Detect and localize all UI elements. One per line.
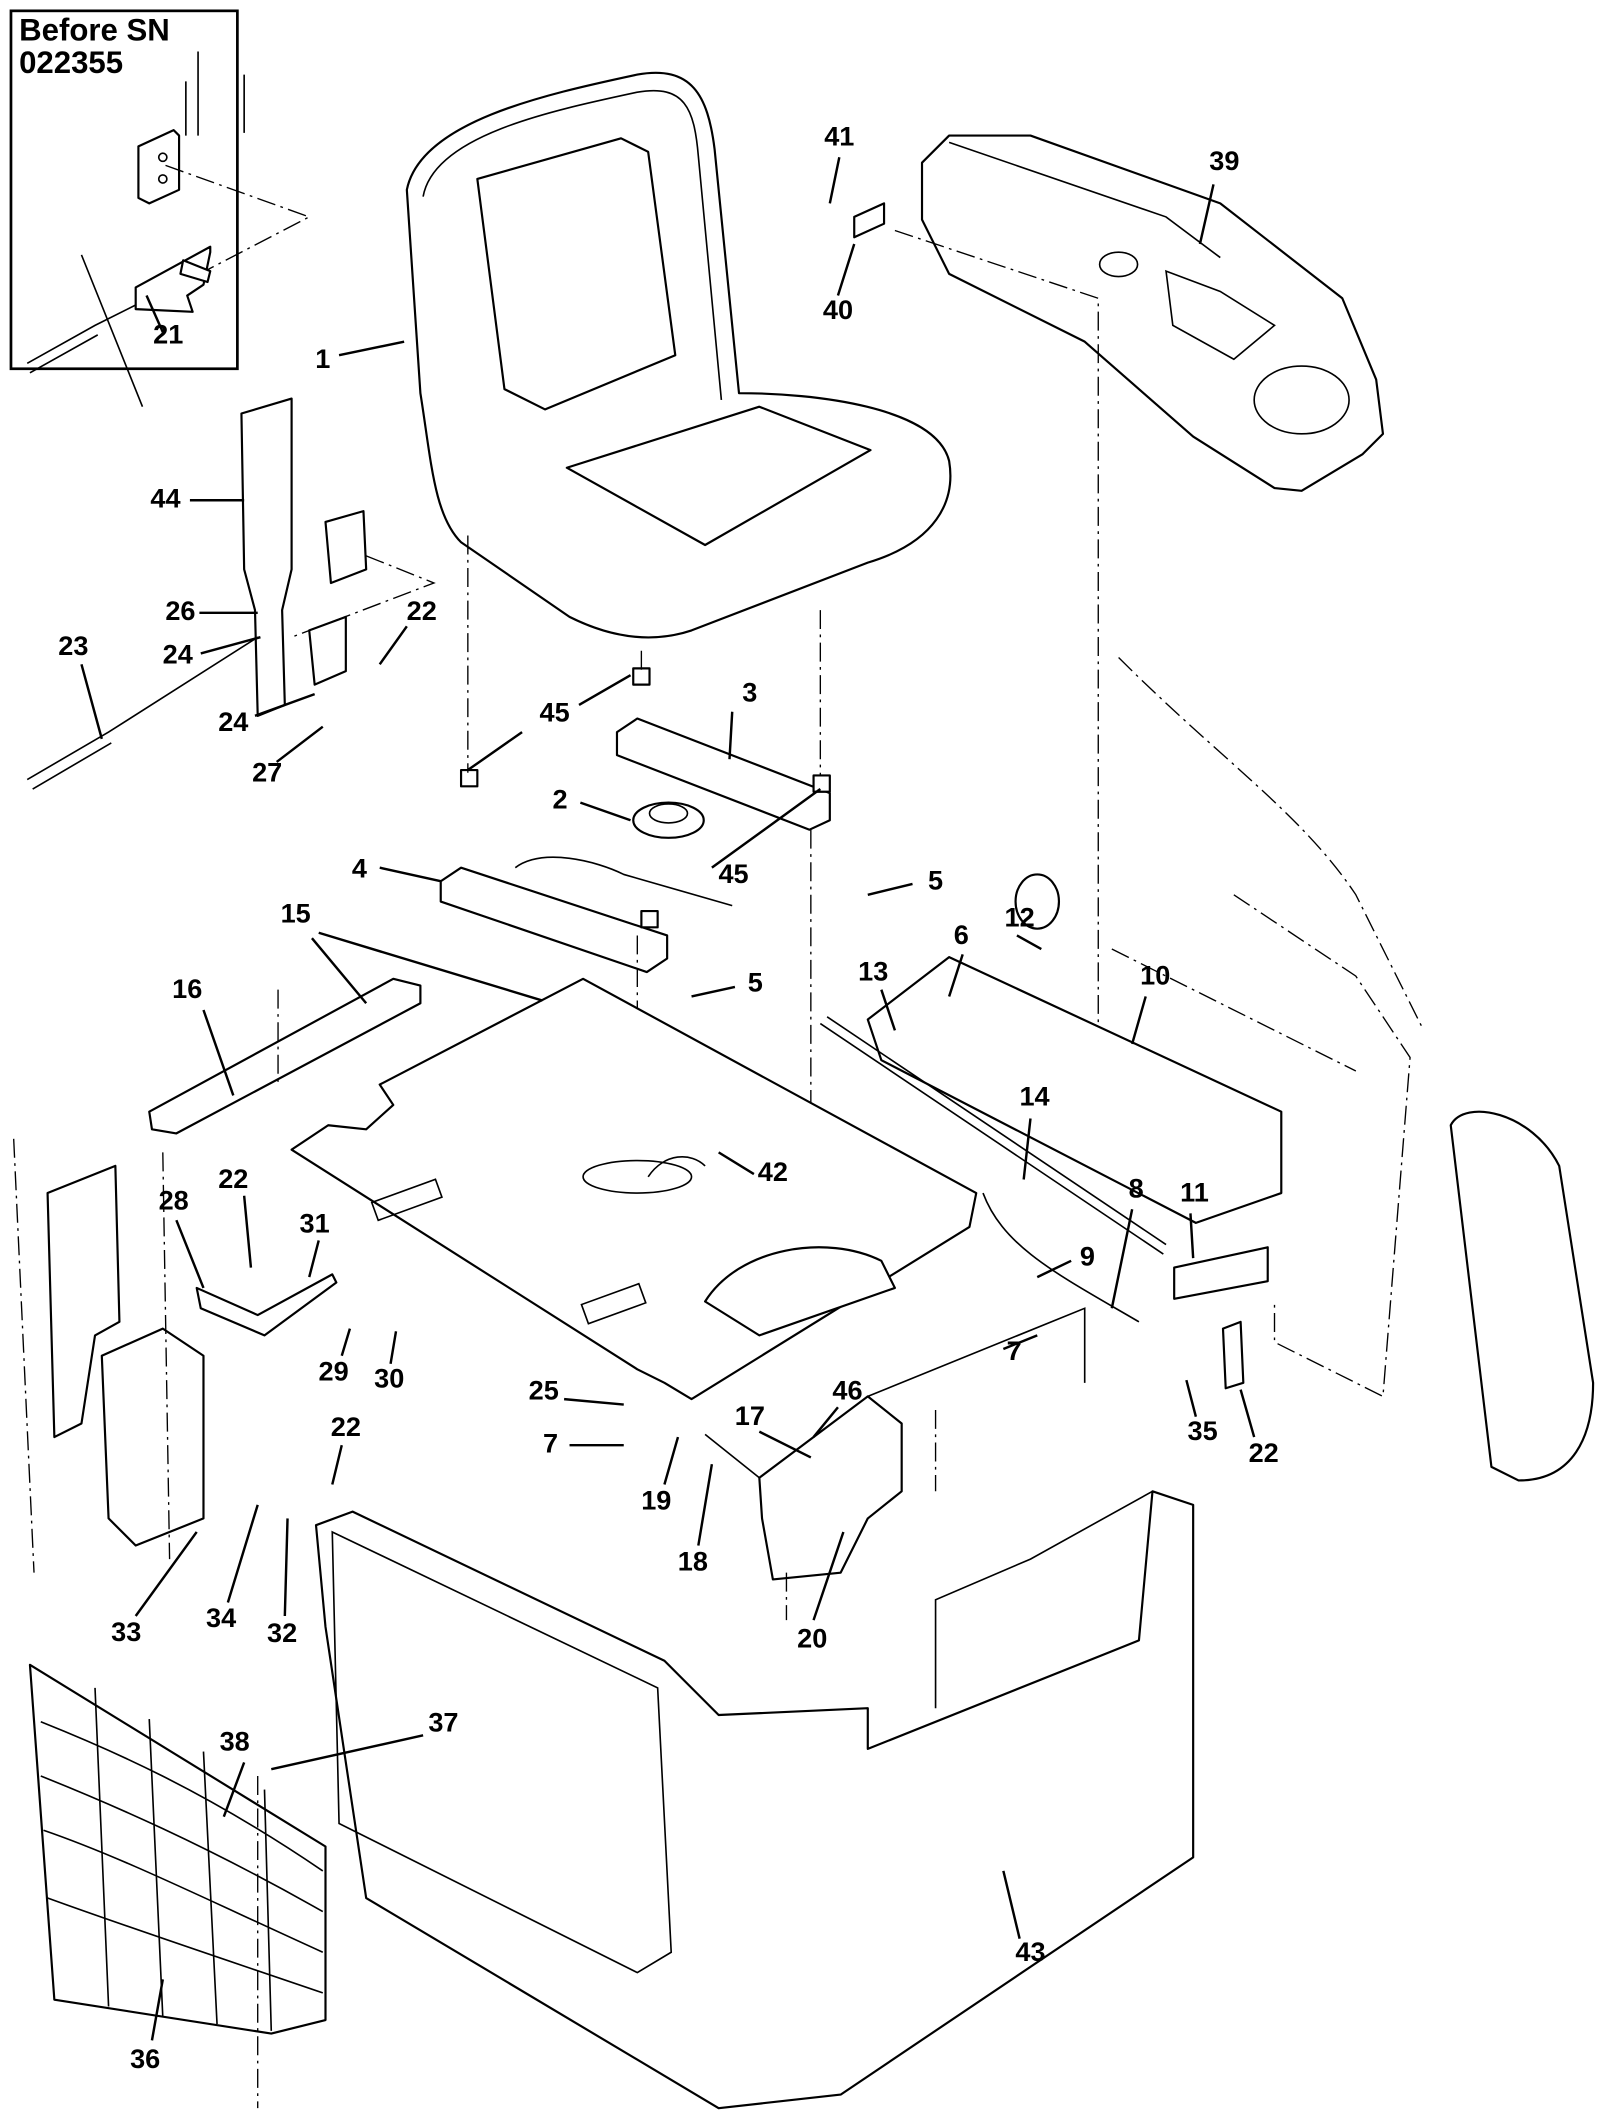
- left-panel: [46, 1164, 121, 1439]
- callout-25: 25: [529, 1374, 559, 1405]
- inset-title-line2: 022355: [19, 45, 123, 80]
- callout-24: 24: [218, 706, 248, 737]
- callout-40: 40: [823, 294, 853, 325]
- callout-45: 45: [718, 858, 748, 889]
- callout-32: 32: [267, 1617, 297, 1648]
- cargo-net: [28, 1663, 327, 2109]
- frame-outline: [1111, 657, 1425, 1398]
- rail-3: [615, 717, 831, 831]
- callout-31: 31: [300, 1208, 330, 1239]
- callout-34: 34: [206, 1602, 236, 1633]
- callout-44: 44: [150, 482, 180, 513]
- callout-1: 1: [315, 343, 330, 374]
- callout-38: 38: [220, 1726, 250, 1757]
- callout-20: 20: [797, 1623, 827, 1654]
- callout-5: 5: [928, 865, 943, 896]
- callout-46: 46: [832, 1374, 862, 1405]
- callout-22: 22: [407, 595, 437, 626]
- callout-15: 15: [281, 897, 311, 928]
- callout-17: 17: [735, 1400, 765, 1431]
- callout-24: 24: [163, 638, 193, 669]
- callout-42: 42: [758, 1156, 788, 1187]
- callout-41: 41: [824, 120, 854, 151]
- inset-title-line1: Before SN: [19, 13, 170, 48]
- callout-11: 11: [1180, 1177, 1209, 1208]
- switch-bracket: [758, 1395, 903, 1581]
- block-11: [1173, 1246, 1269, 1300]
- callout-19: 19: [641, 1484, 671, 1515]
- callout-8: 8: [1129, 1172, 1144, 1203]
- callout-36: 36: [130, 2043, 160, 2074]
- callout-30: 30: [374, 1362, 404, 1393]
- shroud: [314, 1490, 1195, 2110]
- fender: [1449, 1110, 1595, 1482]
- callout-7: 7: [1007, 1335, 1022, 1366]
- inset-bracket: [137, 129, 181, 205]
- callout-2: 2: [552, 783, 567, 814]
- strip: [148, 977, 422, 1135]
- bracket-28: [195, 1273, 338, 1337]
- callout-23: 23: [58, 630, 88, 661]
- side-bracket: [26, 397, 436, 790]
- strip-14: [819, 1016, 1167, 1255]
- callout-33: 33: [111, 1616, 141, 1647]
- callout-37: 37: [428, 1707, 458, 1738]
- callout-16: 16: [172, 973, 202, 1004]
- inset-before-sn: Before SN 022355 21: [9, 9, 311, 408]
- callout-18: 18: [678, 1545, 708, 1576]
- callout-35: 35: [1188, 1415, 1218, 1446]
- callout-5: 5: [748, 966, 763, 997]
- callout-22: 22: [331, 1411, 361, 1442]
- callout-21: 21: [153, 318, 183, 349]
- callout-7: 7: [543, 1427, 558, 1458]
- rail-4: [439, 866, 669, 974]
- callout-39: 39: [1209, 145, 1239, 176]
- callout-45: 45: [540, 697, 570, 728]
- callout-43: 43: [1015, 1936, 1045, 1967]
- callout-27: 27: [252, 756, 282, 787]
- callouts: 1 44 26 24 23 22 24 27 45 3 2 4 45 5 15 …: [58, 120, 1278, 2073]
- callout-12: 12: [1005, 901, 1035, 932]
- callout-22: 22: [1249, 1437, 1279, 1468]
- callout-28: 28: [159, 1185, 189, 1216]
- callout-29: 29: [319, 1356, 349, 1387]
- callout-10: 10: [1140, 960, 1170, 991]
- seat-switch: [632, 801, 705, 839]
- callout-14: 14: [1019, 1080, 1049, 1111]
- base-plate: [290, 977, 978, 1401]
- callout-26: 26: [165, 595, 195, 626]
- callout-6: 6: [954, 919, 969, 950]
- tray: [866, 956, 1283, 1224]
- callout-22: 22: [218, 1163, 248, 1194]
- callout-13: 13: [858, 956, 888, 987]
- callout-4: 4: [352, 853, 367, 884]
- callout-9: 9: [1080, 1240, 1095, 1271]
- console: [853, 134, 1385, 1126]
- callout-3: 3: [742, 676, 757, 707]
- seat: [405, 71, 952, 639]
